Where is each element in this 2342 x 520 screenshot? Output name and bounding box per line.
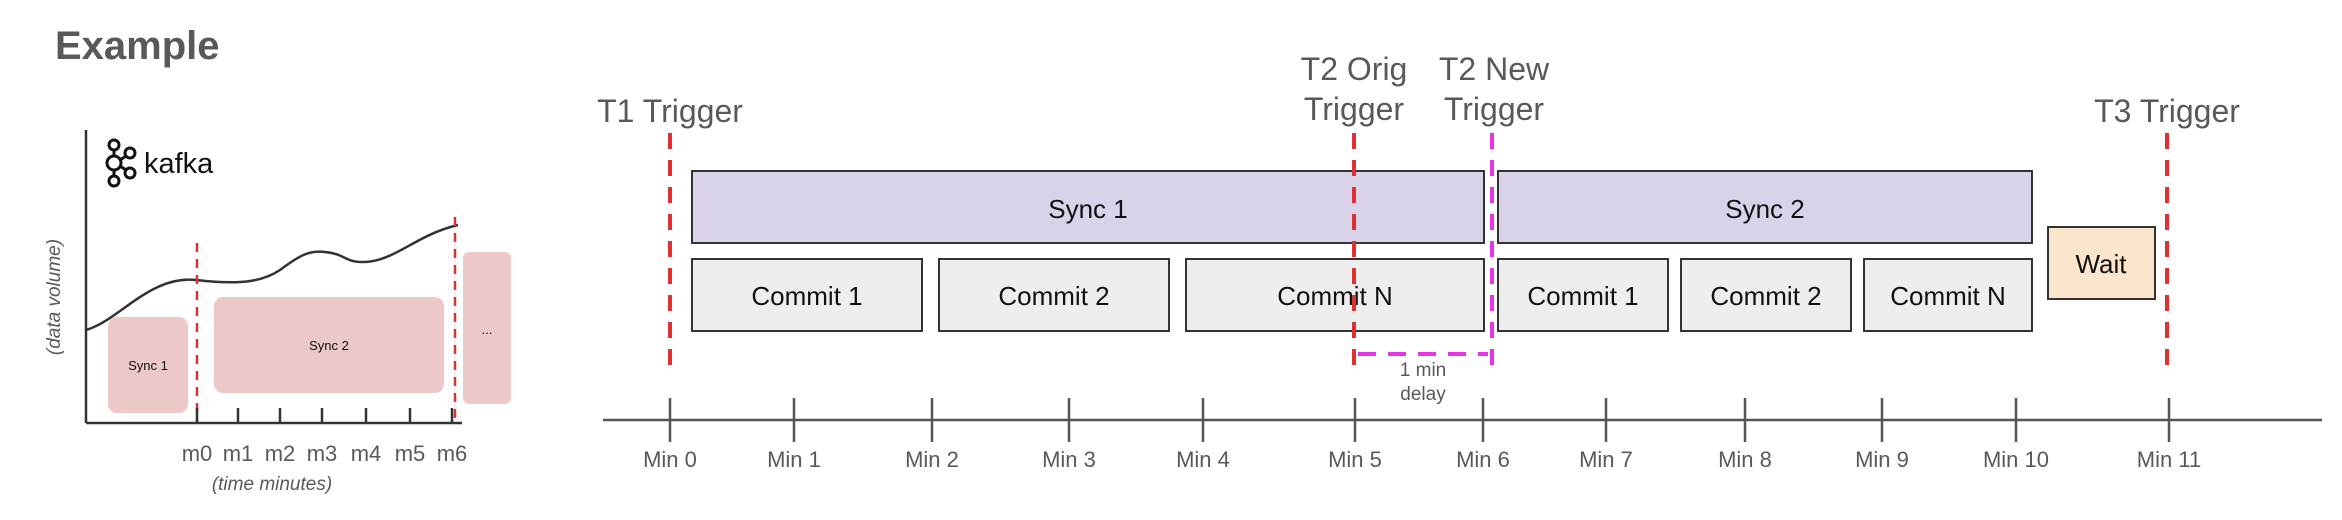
timeline-tick-label: Min 5 xyxy=(1328,447,1382,472)
timeline-tick-label: Min 9 xyxy=(1855,447,1909,472)
kafka-logo-icon xyxy=(105,138,137,188)
timeline-diagram: T1 Trigger T2 Orig Trigger T2 New Trigge… xyxy=(597,51,2322,472)
commit-box xyxy=(691,258,923,332)
timeline-tick-label: Min 10 xyxy=(1983,447,2049,472)
data-volume-curve xyxy=(85,223,459,332)
left-tick-label: m3 xyxy=(307,441,338,466)
left-tick-label: m2 xyxy=(265,441,296,466)
left-tick-label: m0 xyxy=(182,441,213,466)
timeline-tick-label: Min 11 xyxy=(2137,447,2201,472)
next-block xyxy=(463,252,511,404)
x-axis-label: (time minutes) xyxy=(212,474,332,495)
commit-label: Commit 1 xyxy=(751,281,862,311)
commit-label: Commit 1 xyxy=(1527,281,1638,311)
wait-label: Wait xyxy=(2075,249,2127,279)
commit-label: Commit N xyxy=(1890,281,2006,311)
commit-box xyxy=(1863,258,2033,332)
sync-2-bar xyxy=(1497,170,2033,244)
t3-trigger-label: T3 Trigger xyxy=(2094,93,2240,129)
sync-2-label: Sync 2 xyxy=(1725,194,1805,224)
delay-label-line1: 1 min xyxy=(1400,360,1446,381)
sync-2-block-label: Sync 2 xyxy=(309,338,349,353)
left-tick-label: m4 xyxy=(351,441,382,466)
next-block-label: ... xyxy=(482,322,493,337)
left-tick-label: m1 xyxy=(223,441,254,466)
t2-new-trigger-label-line1: T2 New xyxy=(1439,51,1550,87)
left-tick-label: m5 xyxy=(395,441,426,466)
commit-box xyxy=(1497,258,1669,332)
timeline-tick-label: Min 2 xyxy=(905,447,959,472)
commit-label: Commit 2 xyxy=(1710,281,1821,311)
left-panel: kafka (data volume) Sync 1 Sync 2 ... m0… xyxy=(44,130,511,495)
sync-1-block xyxy=(108,317,188,413)
sync-1-block-label: Sync 1 xyxy=(128,358,168,373)
kafka-wordmark: kafka xyxy=(144,148,214,180)
commit-label: Commit N xyxy=(1277,281,1393,311)
timeline-tick-label: Min 0 xyxy=(643,447,697,472)
sync-1-label: Sync 1 xyxy=(1048,194,1128,224)
timeline-tick-label: Min 4 xyxy=(1176,447,1230,472)
timeline-tick-label: Min 8 xyxy=(1718,447,1772,472)
left-ticks: m0 m1 m2 m3 m4 m5 m6 xyxy=(182,408,468,466)
timeline-tick-label: Min 1 xyxy=(767,447,821,472)
commit-box xyxy=(1185,258,1485,332)
y-axis-label: (data volume) xyxy=(44,239,65,355)
commit-label: Commit 2 xyxy=(998,281,1109,311)
timeline-tick-label: Min 7 xyxy=(1579,447,1633,472)
t2-orig-trigger-label-line1: T2 Orig xyxy=(1301,51,1408,87)
t2-orig-trigger-label-line2: Trigger xyxy=(1304,91,1405,127)
delay-label-line2: delay xyxy=(1400,384,1446,405)
page-title: Example xyxy=(55,24,220,68)
sync-2-block xyxy=(214,297,444,393)
left-tick-label: m6 xyxy=(437,441,468,466)
commit-box xyxy=(1680,258,1852,332)
timeline-ticks: Min 0 Min 1 Min 2 Min 3 Min 4 Min 5 Min 6 Min 7… xyxy=(643,398,2201,472)
sync-1-bar xyxy=(691,170,1485,244)
t2-new-trigger-label-line2: Trigger xyxy=(1444,91,1545,127)
timeline-tick-label: Min 6 xyxy=(1456,447,1510,472)
wait-box xyxy=(2047,226,2156,300)
commit-box xyxy=(938,258,1170,332)
timeline-tick-label: Min 3 xyxy=(1042,447,1096,472)
t1-trigger-label: T1 Trigger xyxy=(597,93,743,129)
